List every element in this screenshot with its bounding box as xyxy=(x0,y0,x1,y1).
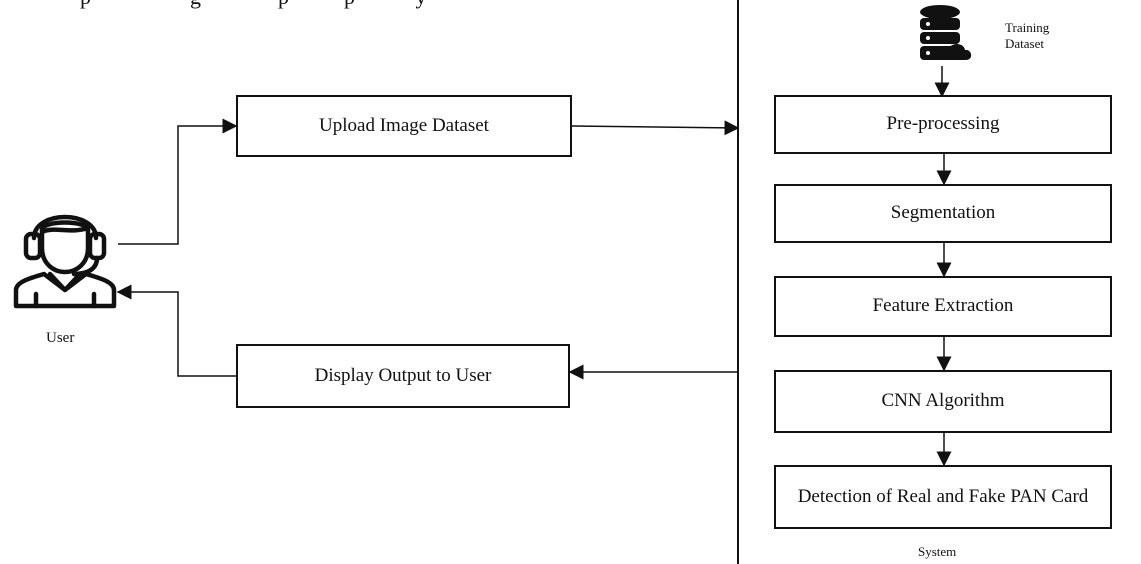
step-feature-extraction-box: Feature Extraction xyxy=(774,276,1112,337)
database-cloud-icon xyxy=(918,4,974,64)
clipped-heading-text: p g p p y xyxy=(0,0,1141,14)
arrow-display-to-user xyxy=(116,284,236,377)
arrow-upload-to-system xyxy=(571,120,740,136)
training-dataset-label-line1: Training xyxy=(1005,20,1050,35)
step-preprocessing-box: Pre-processing xyxy=(774,95,1112,154)
step-detection-box: Detection of Real and Fake PAN Card xyxy=(774,465,1112,529)
user-label: User xyxy=(46,330,75,346)
step-cnn-algorithm-box: CNN Algorithm xyxy=(774,370,1112,433)
training-dataset-label: Training Dataset xyxy=(1005,20,1049,53)
arrow-user-to-upload xyxy=(118,118,238,245)
user-headset-icon xyxy=(10,190,120,310)
system-label: System xyxy=(918,544,957,559)
step-segmentation-box: Segmentation xyxy=(774,184,1112,243)
display-output-box: Display Output to User xyxy=(236,344,570,408)
training-dataset-label-line2: Dataset xyxy=(1005,36,1044,52)
upload-image-dataset-box: Upload Image Dataset xyxy=(236,95,572,157)
